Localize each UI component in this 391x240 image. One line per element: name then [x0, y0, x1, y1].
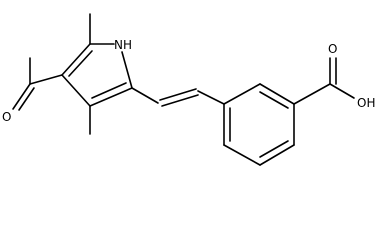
acetyl-carbonyl-double-bond [18, 87, 35, 111]
benzene-double-bond-4 [259, 140, 289, 158]
acetyl-ring-bond [29, 74, 63, 85]
azo-bond-ring-n [131, 87, 159, 104]
azo-n-n-bond [159, 88, 197, 101]
carboxyl-oxygen-label: O [328, 42, 337, 56]
pyrrole-bond-c3-c4 [61, 74, 91, 107]
benzene-bond-5 [223, 144, 261, 166]
pyrrole-double-bond-c4-c5 [68, 50, 93, 77]
molecule-diagram: O NH O OH [2, 13, 375, 166]
pyrrole-bond-c4-c5 [61, 43, 91, 76]
carboxyl-ring-bond [293, 83, 331, 105]
azo-bond-n-benzene [197, 90, 225, 105]
carboxyl-hydroxyl-bond [329, 83, 355, 99]
carboxyl-hydroxyl-label: OH [357, 96, 375, 110]
azo-n-n-double-bond [161, 94, 199, 107]
benzene-double-bond-2 [259, 91, 289, 109]
benzene-bond-4 [259, 144, 295, 166]
pyrrole-bond-n-c2 [121, 51, 133, 89]
pyrrole-bond-c2-c3 [89, 87, 133, 107]
structure-drawing: O NH O OH [2, 13, 375, 166]
acetyl-carbonyl-bond [12, 83, 31, 110]
benzene-bond-2 [259, 83, 295, 105]
benzene-bond-1 [223, 83, 261, 105]
pyrrole-nh-label: NH [114, 38, 132, 52]
pyrrole-double-bond-c2-c3 [91, 82, 127, 99]
acetyl-oxygen-label: O [2, 110, 11, 124]
